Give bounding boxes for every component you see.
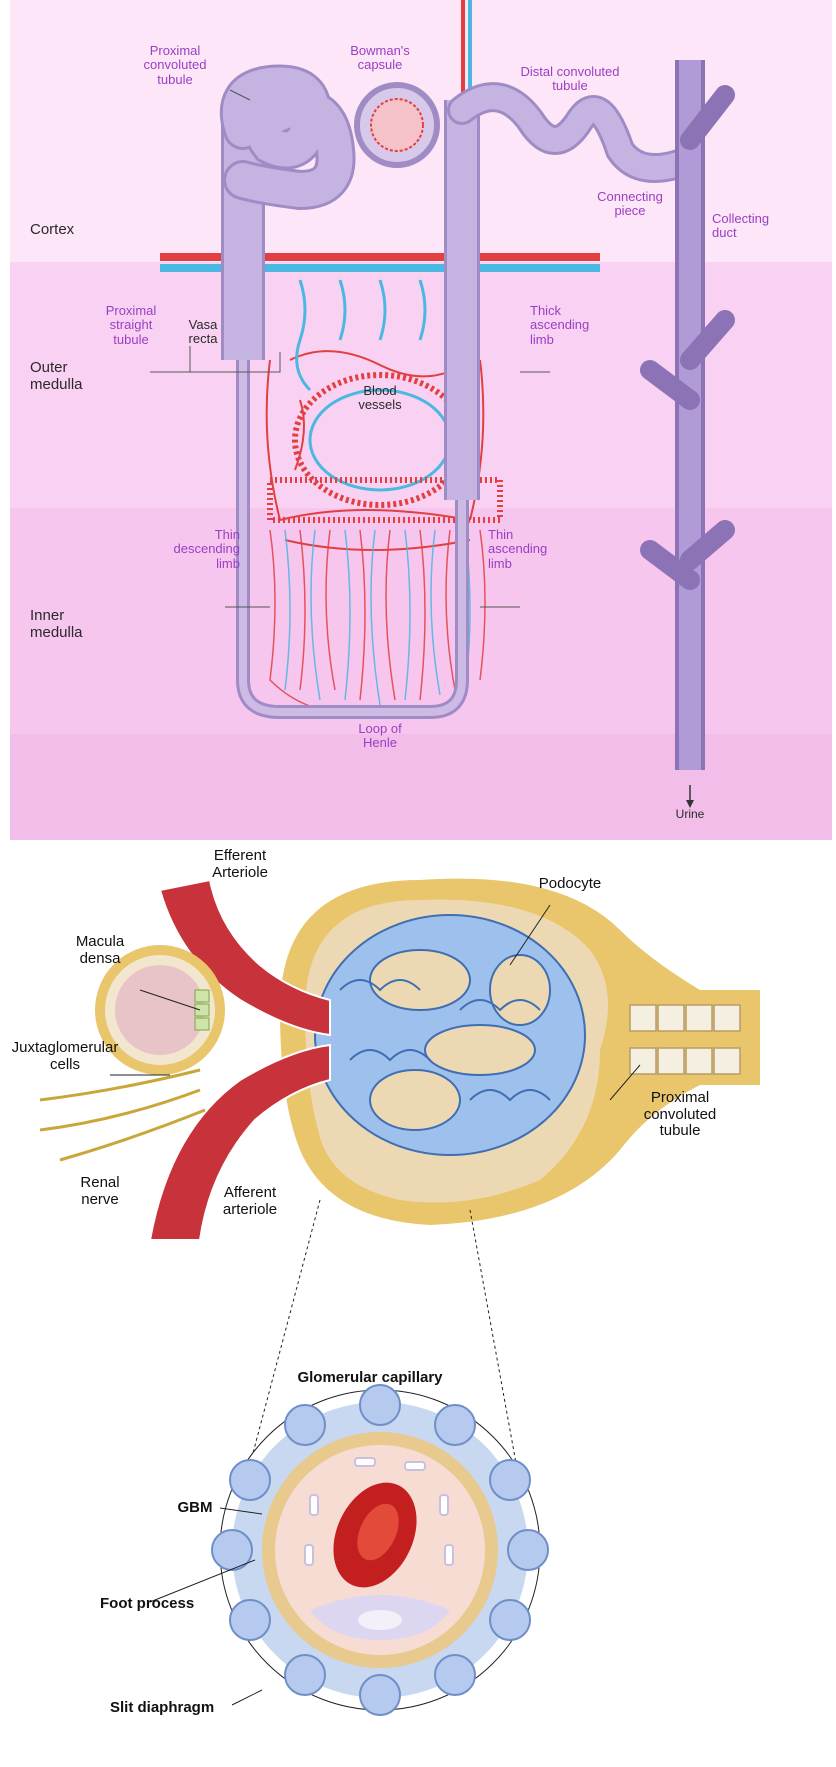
- label-efferent-arteriole: Efferent Arteriole: [190, 848, 290, 881]
- label-distal-convoluted-tubule: Distal convoluted tubule: [500, 65, 640, 94]
- label-afferent-arteriole: Afferent arteriole: [205, 1185, 295, 1218]
- label-foot-process: Foot process: [100, 1596, 220, 1613]
- label-connecting-piece: Connecting piece: [580, 190, 680, 219]
- label-blood-vessels: Blood vessels: [345, 384, 415, 413]
- label-collecting-duct: Collecting duct: [712, 212, 812, 241]
- label-thick-ascending-limb: Thick ascending limb: [530, 304, 610, 347]
- glomerular-capillary-crosssection: [212, 1385, 548, 1715]
- label-bowmans-capsule: Bowman's capsule: [330, 44, 430, 73]
- label-macula-densa: Macula densa: [55, 934, 145, 967]
- label-vasa-recta: Vasa recta: [178, 318, 228, 347]
- podocyte-mass: [315, 915, 585, 1155]
- renal-nerve: [40, 1070, 205, 1160]
- label-renal-nerve: Renal nerve: [60, 1175, 140, 1208]
- label-gbm: GBM: [170, 1500, 220, 1517]
- label-juxtaglomerular-cells: Juxtaglomerular cells: [0, 1040, 130, 1073]
- label-proximal-convoluted-tubule: Proximal convoluted tubule: [120, 44, 230, 87]
- label-proximal-straight-tubule: Proximal straight tubule: [96, 304, 166, 347]
- label-thin-descending-limb: Thin descending limb: [150, 528, 240, 571]
- label-loop-of-henle: Loop of Henle: [340, 722, 420, 751]
- inner-capillary-blue: [285, 530, 470, 705]
- label-proximal-convoluted-tubule-bottom: Proximal convoluted tubule: [620, 1090, 740, 1140]
- macula-densa-cells: [195, 990, 209, 1030]
- label-podocyte: Podocyte: [520, 876, 620, 893]
- label-thin-ascending-limb: Thin ascending limb: [488, 528, 568, 571]
- label-slit-diaphragm: Slit diaphragm: [110, 1700, 240, 1717]
- label-glomerular-capillary: Glomerular capillary: [270, 1370, 470, 1387]
- zone-label-cortex: Cortex: [30, 222, 74, 239]
- label-urine: Urine: [660, 808, 720, 821]
- loop-of-henle: [243, 360, 462, 712]
- zone-label-inner-medulla: Inner medulla: [30, 608, 83, 641]
- zone-label-outer-medulla: Outer medulla: [30, 360, 83, 393]
